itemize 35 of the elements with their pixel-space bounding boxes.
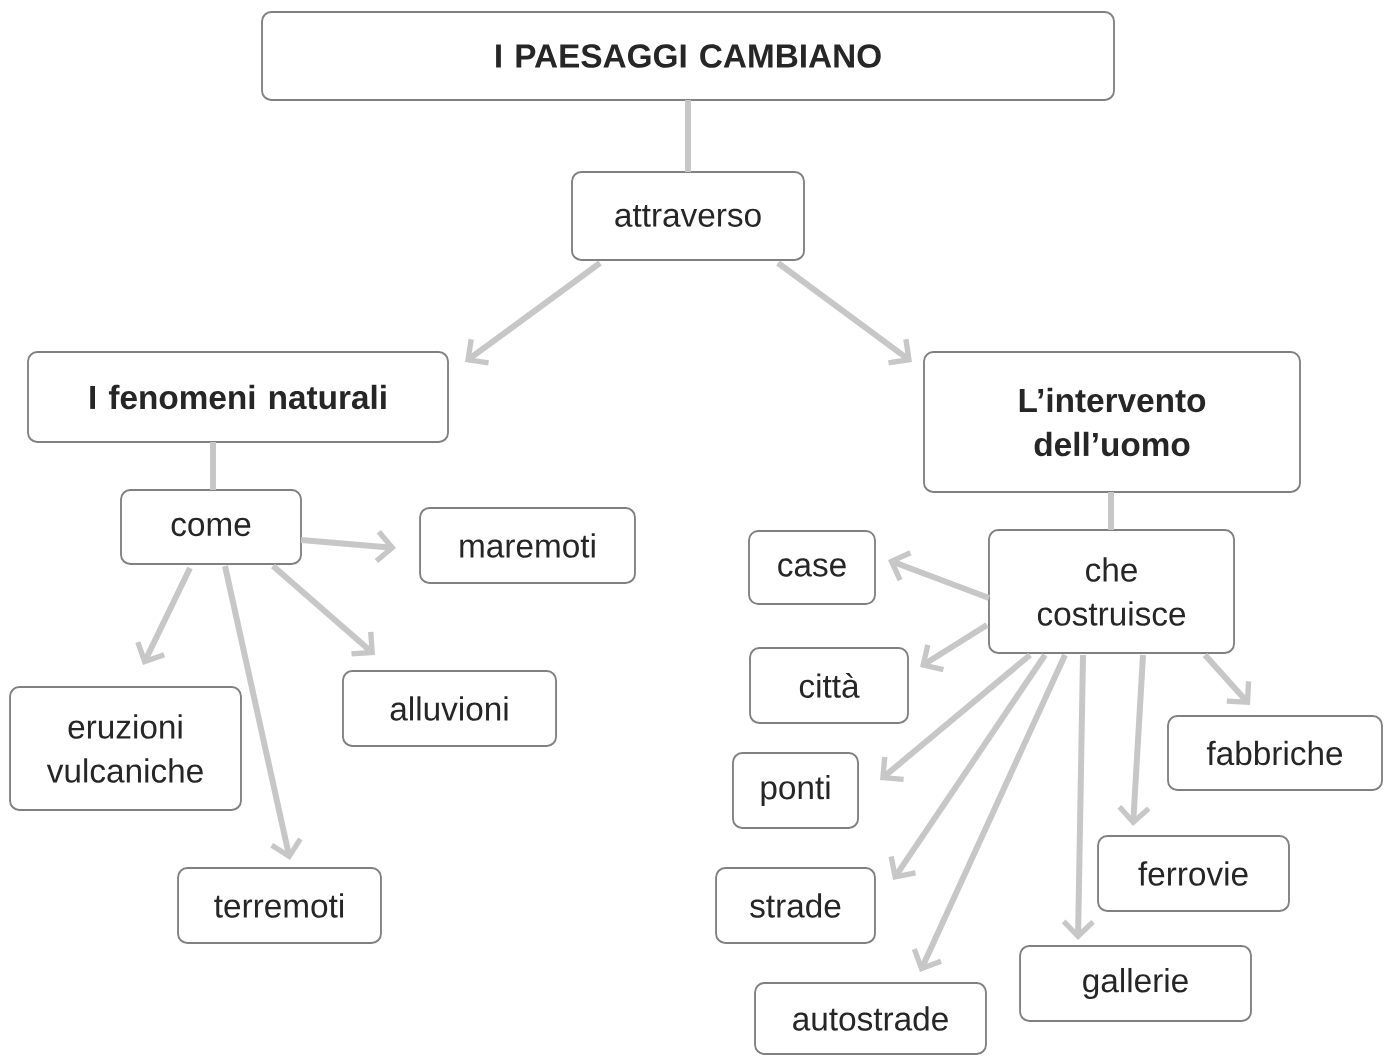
concept-box: attraverso <box>571 171 805 261</box>
concept-box: maremoti <box>419 507 636 584</box>
concept-box: come <box>120 489 302 565</box>
arrow <box>920 622 989 673</box>
concept-box: alluvioni <box>342 670 557 747</box>
arrow <box>888 653 1048 880</box>
arrow <box>911 653 1068 972</box>
connector-line <box>210 442 216 490</box>
arrow <box>880 652 1032 783</box>
connector-line <box>1108 492 1114 530</box>
concept-box: autostrade <box>754 982 987 1055</box>
concept-box: L’intervento dell’uomo <box>923 351 1301 493</box>
concept-box: che costruisce <box>988 529 1235 654</box>
concept-box: eruzioni vulcaniche <box>9 686 242 811</box>
title-box: I PAESAGGI CAMBIANO <box>261 11 1115 101</box>
arrow <box>465 260 602 366</box>
arrow <box>222 565 303 860</box>
arrow <box>1117 654 1151 826</box>
concept-box: gallerie <box>1019 945 1252 1022</box>
arrow <box>271 563 375 657</box>
concept-box: ponti <box>732 752 859 829</box>
concept-box: città <box>749 647 909 724</box>
connector-line <box>685 100 691 172</box>
concept-box: terremoti <box>177 867 382 944</box>
concept-box: I fenomeni naturali <box>27 351 449 443</box>
concept-box: strade <box>715 867 876 944</box>
arrow <box>300 530 396 564</box>
concept-box: fabbriche <box>1167 715 1383 791</box>
arrow <box>1202 653 1252 705</box>
arrow <box>135 566 193 665</box>
arrow <box>776 260 912 366</box>
arrow <box>1061 654 1095 940</box>
arrow <box>888 550 991 601</box>
concept-box: ferrovie <box>1097 835 1290 912</box>
concept-box: case <box>748 530 876 605</box>
